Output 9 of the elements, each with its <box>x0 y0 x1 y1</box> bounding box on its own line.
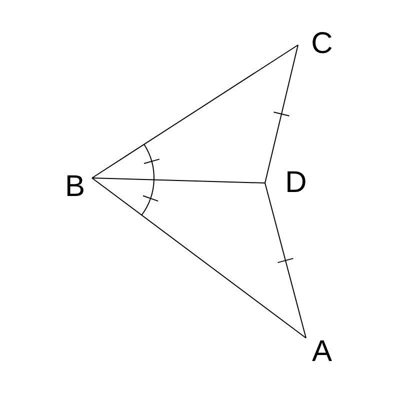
line-segment <box>264 182 306 338</box>
line-segment <box>92 178 266 184</box>
point-label: A <box>309 337 335 367</box>
point-label: B <box>62 172 88 202</box>
point-label: D <box>283 168 309 198</box>
line-segment <box>92 44 298 178</box>
line-segment <box>92 178 306 338</box>
line-segment <box>264 44 298 184</box>
point-label: C <box>309 29 335 59</box>
